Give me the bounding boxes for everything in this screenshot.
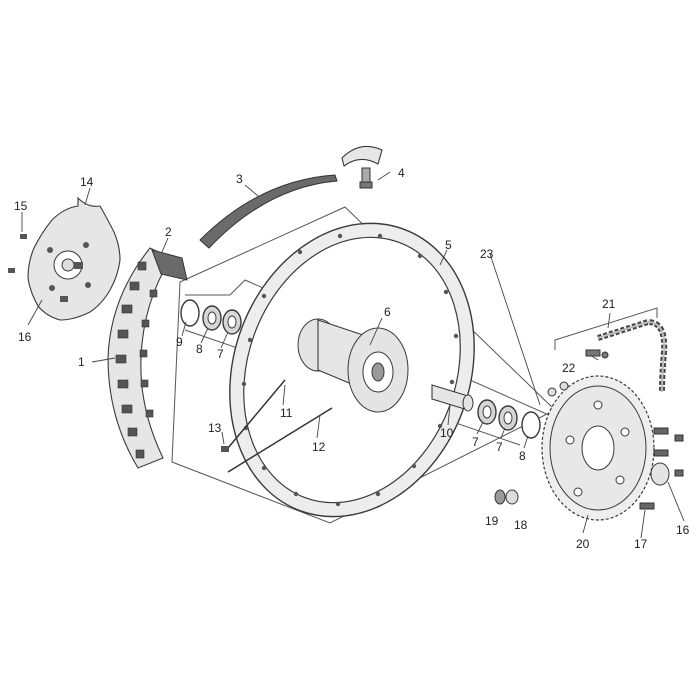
callout-22: 22 <box>562 361 576 375</box>
spoke-11 <box>227 379 286 449</box>
callout-14: 14 <box>80 175 94 189</box>
left-bearings <box>180 299 242 335</box>
callout-7b: 7 <box>472 435 479 449</box>
tire <box>107 247 172 469</box>
brake-disc <box>27 196 121 321</box>
washer-18 <box>505 489 519 505</box>
spoke-12 <box>227 407 333 473</box>
callout-13: 13 <box>208 421 222 435</box>
chain <box>597 318 668 393</box>
callout-8b: 8 <box>519 449 526 463</box>
callout-16a: 16 <box>18 330 32 344</box>
callout-16b: 16 <box>676 523 690 537</box>
callout-7c: 7 <box>496 440 503 454</box>
spacer <box>431 384 474 412</box>
hub <box>297 318 409 413</box>
callouts: 1 2 3 4 5 6 7 7 7 8 8 9 10 11 12 13 14 1… <box>14 166 690 551</box>
assembly-outline <box>171 206 556 524</box>
right-bearings <box>477 399 541 439</box>
sprocket-bolts <box>639 427 684 510</box>
callout-20: 20 <box>576 537 590 551</box>
callout-4: 4 <box>398 166 405 180</box>
valve-cap <box>341 145 383 189</box>
callout-23: 23 <box>480 247 494 261</box>
rim-tape <box>151 249 188 281</box>
sprocket-nut-16 <box>650 462 670 486</box>
disc-screws <box>8 234 83 302</box>
rim-strip <box>199 174 338 249</box>
callout-10: 10 <box>440 426 454 440</box>
nut-19 <box>494 489 506 505</box>
callout-9: 9 <box>176 335 183 349</box>
callout-8a: 8 <box>196 342 203 356</box>
callout-15: 15 <box>14 199 28 213</box>
callout-21: 21 <box>602 297 616 311</box>
leader-lines <box>21 171 685 539</box>
callout-1: 1 <box>78 355 85 369</box>
callout-2: 2 <box>165 225 172 239</box>
callout-11: 11 <box>280 406 293 420</box>
callout-12: 12 <box>312 440 326 454</box>
callout-3: 3 <box>236 172 243 186</box>
callout-5: 5 <box>445 238 452 252</box>
chain-master-link <box>585 349 609 359</box>
chain-bracket <box>554 307 658 350</box>
spoke-nipple <box>221 446 229 452</box>
callout-18: 18 <box>514 518 528 532</box>
callout-6: 6 <box>384 305 391 319</box>
disc-washers <box>547 381 569 397</box>
sprocket <box>541 375 655 521</box>
callout-17: 17 <box>634 537 648 551</box>
callout-19: 19 <box>485 514 499 528</box>
callout-7a: 7 <box>217 347 224 361</box>
